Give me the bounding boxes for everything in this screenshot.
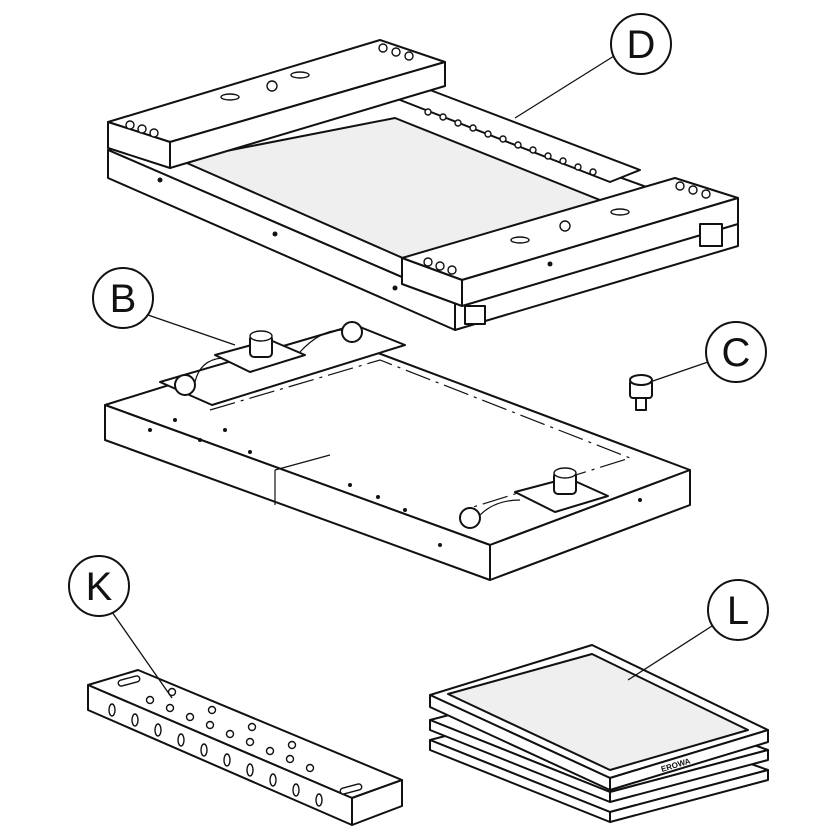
callout-l-label: L (727, 589, 749, 633)
part-d-frame (107, 39, 739, 331)
part-k-rail (87, 669, 403, 826)
callout-c-label: C (722, 331, 751, 375)
callout-k-label: K (86, 565, 113, 609)
rail-holes (424, 108, 597, 176)
callout-d: D (514, 13, 672, 119)
chuck-module-left (174, 321, 363, 396)
chuck-module-right (459, 467, 609, 529)
part-l-tray-stack: EROWA (429, 644, 769, 823)
callout-b: B (92, 267, 236, 346)
callout-l: L (627, 579, 769, 681)
callout-d-label: D (627, 23, 656, 67)
part-b-base-plate (104, 321, 691, 581)
callout-c: C (649, 321, 767, 383)
part-c-clamping-pin (629, 374, 653, 411)
callout-k: K (68, 555, 173, 699)
callout-b-label: B (110, 277, 137, 321)
